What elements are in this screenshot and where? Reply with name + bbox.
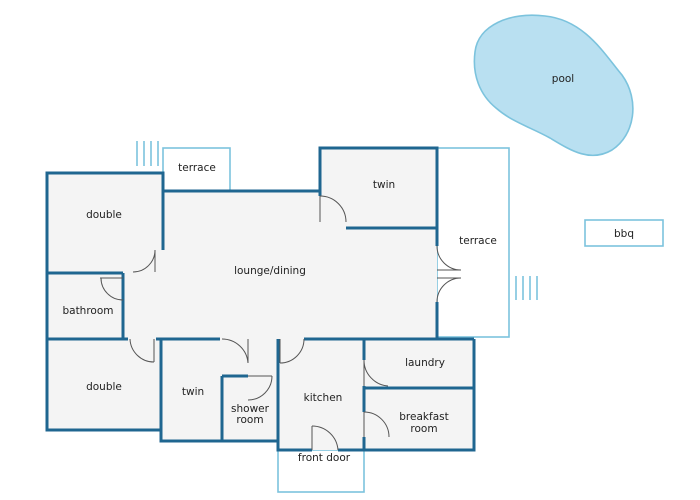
- double-top-label: double: [86, 209, 122, 221]
- terrace-right-label: terrace: [459, 235, 497, 247]
- walls: [45, 146, 476, 452]
- shower-room-label-1: shower: [231, 403, 270, 415]
- terrace-top-label: terrace: [178, 162, 216, 174]
- bbq-label: bbq: [614, 228, 634, 240]
- bbq-box: [584, 219, 664, 247]
- doors: [100, 195, 462, 451]
- twin-bottom-label: twin: [182, 386, 204, 398]
- pool-label: pool: [552, 73, 574, 85]
- pool: [473, 14, 634, 157]
- lounge-dining-label: lounge/dining: [234, 265, 306, 277]
- laundry-label: laundry: [405, 357, 445, 369]
- bathroom-label: bathroom: [62, 305, 113, 317]
- kitchen-label: kitchen: [304, 392, 343, 404]
- shower-room-label-2: room: [236, 414, 263, 426]
- steps-top: [136, 141, 159, 166]
- front-door-label: front door: [298, 452, 351, 464]
- breakfast-room-label-2: room: [410, 423, 437, 435]
- breakfast-room-label-1: breakfast: [399, 411, 448, 423]
- twin-top-label: twin: [373, 179, 395, 191]
- room-fills: [47, 148, 474, 450]
- steps-right: [515, 276, 538, 300]
- double-bottom-label: double: [86, 381, 122, 393]
